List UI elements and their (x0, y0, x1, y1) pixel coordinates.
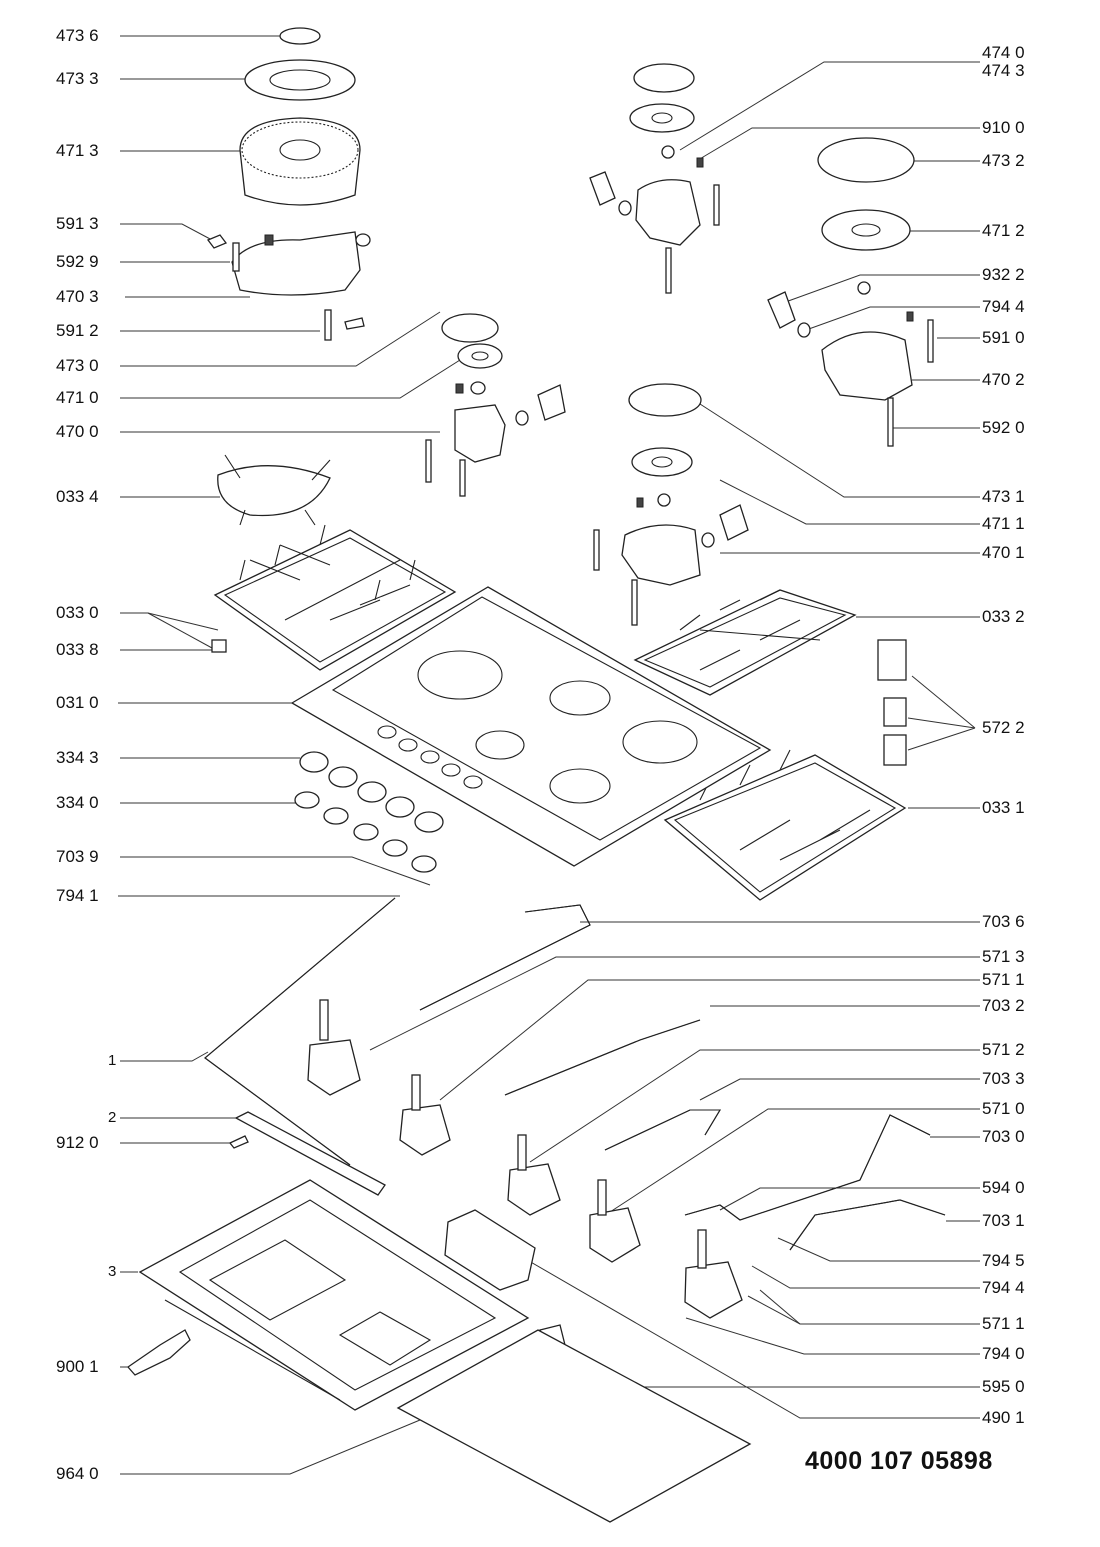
part-label: 033 0 (56, 603, 99, 622)
part-label: 571 3 (982, 947, 1025, 966)
part-label: 592 9 (56, 252, 99, 271)
document-number: 4000 107 05898 (805, 1447, 993, 1475)
part-label: 2 (108, 1109, 117, 1126)
part-gas-valves (307, 999, 743, 1319)
part-label: 3 (108, 1263, 117, 1280)
part-label: 471 2 (982, 221, 1025, 240)
part-label: 334 0 (56, 793, 99, 812)
part-label: 490 1 (982, 1408, 1025, 1427)
part-label: 572 2 (982, 718, 1025, 737)
leader-lines-right (369, 61, 980, 1419)
part-label: 474 0 (982, 43, 1025, 62)
part-label: 592 0 (982, 418, 1025, 437)
part-label: 471 1 (982, 514, 1025, 533)
part-pan-support-right-upper (633, 589, 857, 696)
part-gas-pipes (204, 897, 946, 1251)
leader-lines-left (118, 35, 461, 1475)
part-label: 334 3 (56, 748, 99, 767)
part-bottom-tray (138, 1179, 530, 1411)
part-label: 932 2 (982, 265, 1025, 284)
part-label: 912 0 (56, 1133, 99, 1152)
part-label: 703 0 (982, 1127, 1025, 1146)
part-label: 470 1 (982, 543, 1025, 562)
part-pan-support-right-lower (663, 749, 907, 901)
part-label: 471 0 (56, 388, 99, 407)
part-label: 591 2 (56, 321, 99, 340)
part-label: 473 1 (982, 487, 1025, 506)
part-rapid-burner (767, 137, 934, 447)
part-label: 703 1 (982, 1211, 1025, 1230)
part-label: 591 0 (982, 328, 1025, 347)
part-label: 031 0 (56, 693, 99, 712)
part-label: 571 1 (982, 1314, 1025, 1333)
part-auxiliary-burner (217, 313, 566, 526)
part-label: 033 1 (982, 798, 1025, 817)
part-label: 594 0 (982, 1178, 1025, 1197)
part-label: 794 0 (982, 1344, 1025, 1363)
part-label: 473 6 (56, 26, 99, 45)
part-label: 703 6 (982, 912, 1025, 931)
part-label: 794 5 (982, 1251, 1025, 1270)
part-label: 473 2 (982, 151, 1025, 170)
part-label: 571 1 (982, 970, 1025, 989)
part-label: 470 2 (982, 370, 1025, 389)
part-label: 910 0 (982, 118, 1025, 137)
part-label: 033 2 (982, 607, 1025, 626)
part-label: 473 3 (56, 69, 99, 88)
part-label: 591 3 (56, 214, 99, 233)
part-label: 794 1 (56, 886, 99, 905)
part-label: 471 3 (56, 141, 99, 160)
part-label: 595 0 (982, 1377, 1025, 1396)
part-label: 470 0 (56, 422, 99, 441)
part-label: 474 3 (982, 61, 1025, 80)
part-label: 033 4 (56, 487, 99, 506)
part-label: 470 3 (56, 287, 99, 306)
part-hob-top-plate (290, 586, 772, 867)
part-label: 794 4 (982, 297, 1025, 316)
part-label: 703 9 (56, 847, 99, 866)
part-label: 571 0 (982, 1099, 1025, 1118)
part-label: 473 0 (56, 356, 99, 375)
part-label: 703 2 (982, 996, 1025, 1015)
part-label: 794 4 (982, 1278, 1025, 1297)
part-label: 033 8 (56, 640, 99, 659)
part-rail-and-screw (228, 1111, 386, 1196)
part-label: 964 0 (56, 1464, 99, 1483)
part-pan-support-left (211, 524, 457, 671)
part-semi-rapid-burner-top (589, 63, 720, 294)
part-label: 571 2 (982, 1040, 1025, 1059)
part-bracket (127, 1329, 191, 1376)
part-insulation-gasket (396, 1329, 752, 1523)
part-triple-ring-burner (206, 27, 371, 341)
part-label: 900 1 (56, 1357, 99, 1376)
part-label: 1 (108, 1052, 117, 1069)
part-semi-rapid-burner-mid (593, 383, 749, 626)
part-control-knobs (294, 751, 444, 873)
part-label: 703 3 (982, 1069, 1025, 1088)
part-gas-connector (877, 639, 907, 766)
